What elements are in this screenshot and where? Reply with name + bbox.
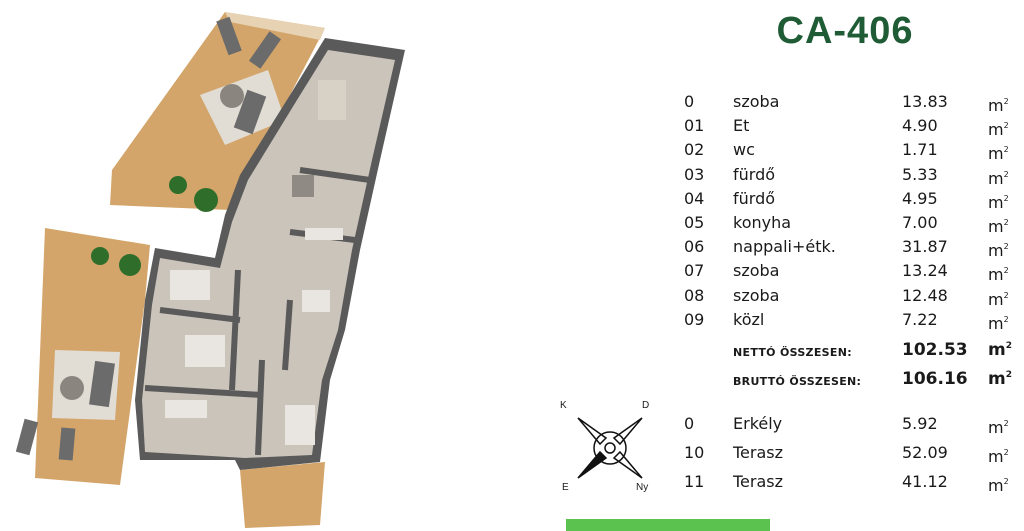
gross-total-value: 106.16 (902, 369, 968, 389)
totals-block: NETTÓ ÖSSZESEN: 102.53 m2 BRUTTÓ ÖSSZESE… (733, 340, 1023, 398)
accent-bar (566, 519, 770, 531)
net-total-unit: m2 (988, 340, 1012, 360)
gross-total-unit: m2 (988, 369, 1012, 389)
floor-plan (15, 12, 405, 528)
compass-label-nw: K (560, 400, 567, 411)
compass-label-sw: E (562, 482, 569, 493)
compass-label-ne: D (642, 400, 650, 411)
gross-total-label: BRUTTÓ ÖSSZESEN: (733, 375, 862, 388)
net-total-row: NETTÓ ÖSSZESEN: 102.53 m2 (733, 340, 1023, 369)
terrace-small (240, 462, 325, 528)
compass-icon (577, 417, 643, 479)
net-total-value: 102.53 (902, 340, 968, 360)
gross-total-row: BRUTTÓ ÖSSZESEN: 106.16 m2 (733, 369, 1023, 398)
compass-rose: K D E Ny (560, 398, 660, 498)
net-total-label: NETTÓ ÖSSZESEN: (733, 346, 852, 359)
compass-label-se: Ny (636, 482, 649, 493)
unit-title: CA-406 (776, 10, 914, 52)
